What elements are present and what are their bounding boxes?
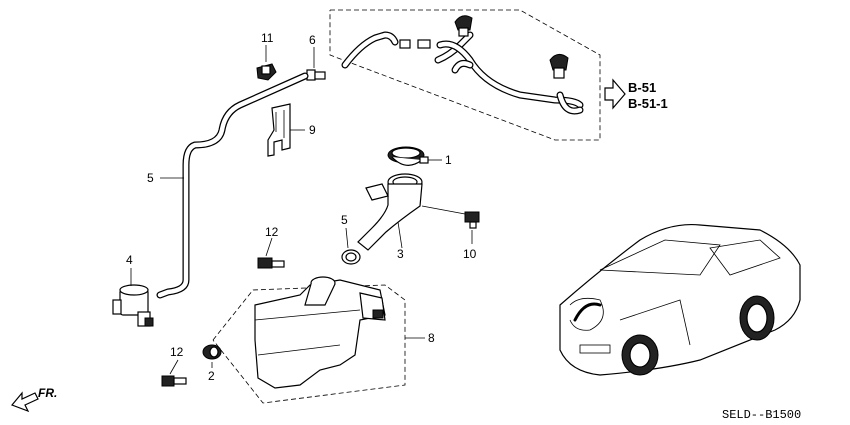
part-1-cap (387, 146, 442, 166)
front-direction-label: FR. (38, 386, 57, 400)
callout-8: 8 (428, 331, 435, 345)
washer-nozzle-right (549, 54, 569, 79)
reference-label-b51-1: B-51-1 (628, 96, 668, 111)
part-4-washer-pump (112, 268, 154, 327)
nozzle-hose-assembly (341, 31, 584, 115)
reference-arrow (604, 78, 626, 110)
part-3-filler-neck (357, 173, 423, 251)
callout-3: 3 (397, 247, 404, 261)
callout-11: 11 (261, 31, 274, 45)
front-direction-arrow (10, 391, 39, 413)
washer-nozzle-left (454, 15, 473, 37)
reference-label-b51: B-51 (628, 80, 656, 95)
car-illustration (559, 223, 801, 376)
part-9-holder (267, 103, 305, 157)
callout-2: 2 (208, 369, 215, 383)
part-2-grommet (202, 344, 222, 368)
part-12-bolt-lower (161, 359, 187, 387)
callout-5: 5 (341, 213, 348, 227)
diagram-code: SELD--B1500 (722, 408, 801, 422)
part-12-bolt-upper (257, 237, 285, 269)
part-10-bolt (421, 205, 480, 244)
callout-7: 6 (309, 33, 316, 47)
callout-4: 4 (126, 253, 133, 267)
part-5-o-ring (341, 227, 361, 265)
part-7-joint (306, 47, 326, 81)
callout-1: 1 (445, 153, 452, 167)
callout-6: 5 (147, 171, 154, 185)
callout-12-lower: 12 (170, 345, 184, 359)
nozzle-assembly-box (329, 9, 601, 141)
part-11-clip (256, 45, 277, 81)
part-6-tube (156, 72, 309, 299)
callout-10: 10 (463, 247, 477, 261)
callout-9: 9 (309, 123, 316, 137)
part-8-reservoir-tank (212, 276, 425, 404)
callout-12-upper: 12 (265, 225, 279, 239)
